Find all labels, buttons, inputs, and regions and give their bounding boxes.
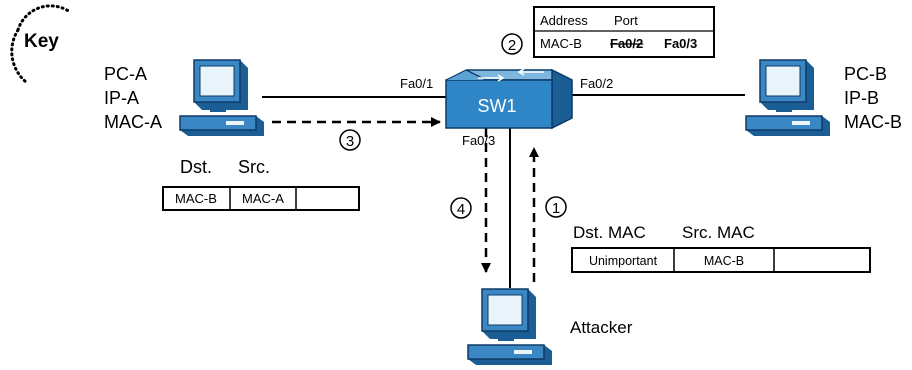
mac-table-header-port: Port [614, 13, 638, 28]
pc-a-mac: MAC-A [104, 112, 162, 132]
switch-name: SW1 [477, 96, 516, 116]
frame-pc-a [162, 186, 360, 211]
pc-b-ip: IP-B [844, 88, 879, 108]
mac-address-table [533, 6, 715, 58]
step-4-circle [450, 197, 472, 219]
port-bottom-label: Fa0/3 [462, 133, 495, 148]
port-right-label: Fa0/2 [580, 76, 613, 91]
frame-attacker-src-header: Src. MAC [682, 223, 755, 242]
pc-a-computer-icon [179, 59, 265, 137]
frame-attacker-src-value: MAC-B [704, 254, 744, 268]
attacker-computer-icon [467, 288, 553, 366]
pc-b-computer-icon [745, 59, 831, 137]
step-1-circle [545, 196, 567, 218]
pc-a-ip: IP-A [104, 88, 139, 108]
frame-attacker-dst-header: Dst. MAC [573, 223, 646, 242]
frame-attacker [571, 247, 871, 273]
key-icon [10, 4, 72, 84]
attacker-name: Attacker [570, 318, 633, 337]
step-3-label: 3 [346, 133, 354, 150]
step-1-label: 1 [552, 200, 560, 217]
step-3-circle [339, 129, 361, 151]
switch-sw1 [445, 68, 573, 130]
pc-a-name: PC-A [104, 64, 147, 84]
port-left-label: Fa0/1 [400, 76, 433, 91]
frame-a-src-value: MAC-A [242, 191, 284, 206]
step-2-label: 2 [508, 37, 516, 54]
pc-b-mac: MAC-B [844, 112, 902, 132]
pc-b-name: PC-B [844, 64, 887, 84]
mac-table-header-address: Address [540, 13, 588, 28]
step-4-label: 4 [457, 201, 465, 218]
mac-table-new-port: Fa0/3 [664, 36, 697, 51]
step-2-circle [501, 33, 523, 55]
mac-table-address: MAC-B [540, 36, 582, 51]
frame-a-dst-header: Dst. [180, 157, 212, 177]
frame-attacker-dst-value: Unimportant [589, 254, 658, 268]
mac-table-old-port: Fa0/2 [610, 36, 643, 51]
frame-a-dst-value: MAC-B [175, 191, 217, 206]
frame-a-src-header: Src. [238, 157, 270, 177]
key-label: Key [24, 31, 59, 52]
